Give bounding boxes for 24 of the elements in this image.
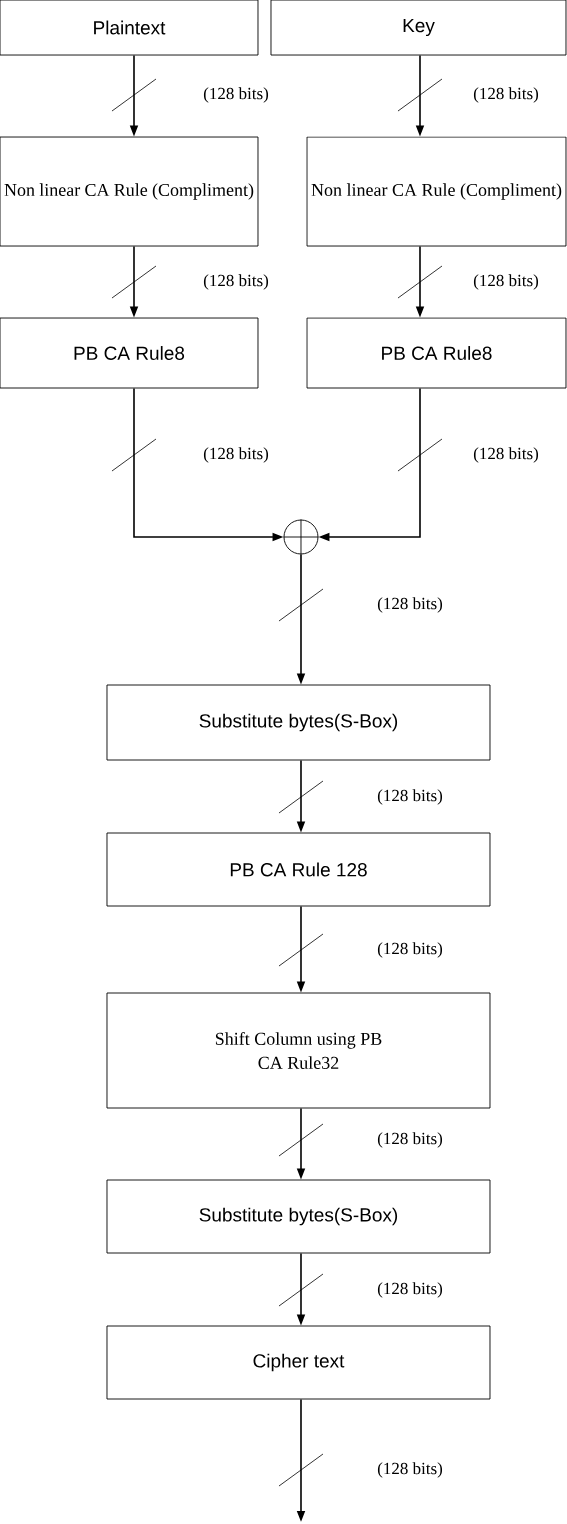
process-box: PB CA Rule8 [0,317,259,389]
edge-label: (128 bits) [376,1131,444,1149]
edge-label: (128 bits) [202,446,270,464]
xor-symbol [283,519,319,555]
edge-label: (128 bits) [376,941,444,959]
edge-label: (128 bits) [376,1461,444,1479]
edge-label: (128 bits) [472,446,540,464]
process-box: Cipher text [106,1325,491,1400]
process-box: Key [270,0,567,56]
process-box: Non linear CA Rule (Compliment) [0,136,259,247]
process-box: PB CA Rule8 [306,317,567,389]
edge-label: (128 bits) [472,86,540,104]
edge-label: (128 bits) [202,273,270,291]
edge-label: (128 bits) [376,788,444,806]
edge-label: (128 bits) [472,273,540,291]
process-box: Shift Column using PB CA Rule32 [106,992,491,1109]
process-box: Non linear CA Rule (Compliment) [306,136,567,247]
process-box: Substitute bytes(S-Box) [106,1179,491,1254]
process-box: PB CA Rule 128 [106,832,491,907]
process-box: Plaintext [0,0,259,56]
edge-label: (128 bits) [202,86,270,104]
edge-label: (128 bits) [376,1281,444,1299]
process-box: Substitute bytes(S-Box) [106,684,491,761]
edge-label: (128 bits) [376,596,444,614]
